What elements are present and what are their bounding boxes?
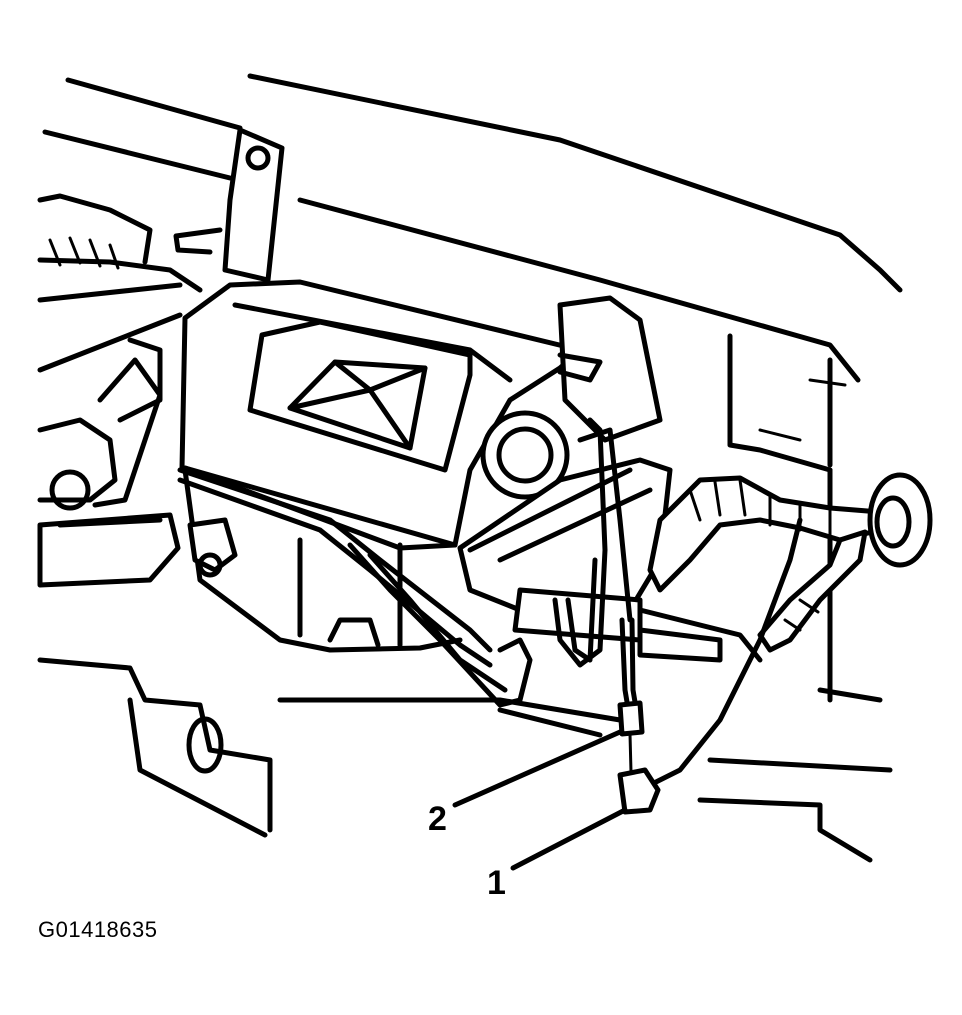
lower-housing: [182, 467, 463, 653]
dash-lower-panel: [37, 657, 893, 863]
grommet: [867, 472, 933, 568]
mounting-bracket: [173, 127, 285, 283]
wiring-harness: [177, 417, 883, 708]
sensor-connector: [617, 517, 803, 815]
callout-leader-lines: [452, 729, 628, 871]
leader-line-1: [510, 807, 628, 871]
left-components: [37, 193, 203, 588]
dash-panel-lines: [42, 73, 903, 703]
figure-id: G01418635: [38, 917, 158, 942]
callout-label-1: 1: [487, 864, 506, 902]
temperature-sensor: [617, 617, 645, 774]
callout-label-2: 2: [428, 800, 447, 838]
blower-housing: [179, 279, 583, 551]
leader-line-2: [452, 729, 623, 808]
